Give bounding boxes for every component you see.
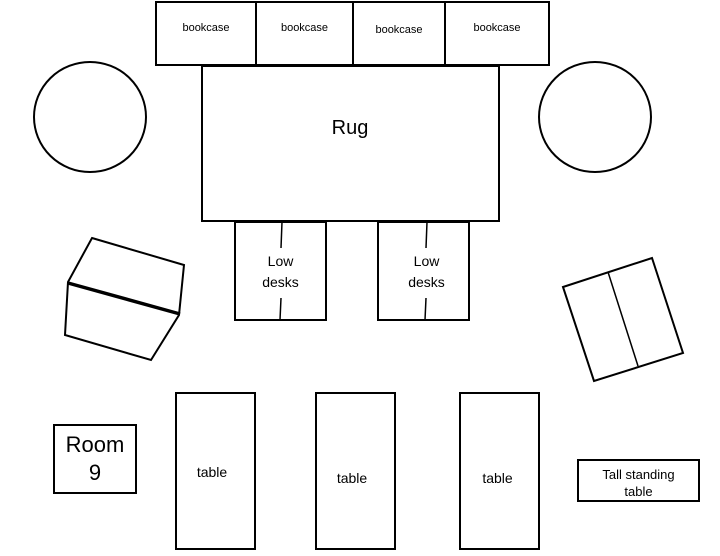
low-desk-right-line1: Low [413, 253, 440, 269]
low-desk-left-label: Low desks [235, 253, 326, 291]
low-desk-right-label: Low desks [381, 253, 472, 291]
bookcase-2 [255, 1, 354, 66]
room-sign [53, 424, 137, 494]
low-desk-right [377, 221, 470, 321]
tilted-table-right-divider [607, 271, 639, 367]
round-table-left [33, 61, 147, 173]
bookcase-label-3: bookcase [375, 24, 423, 36]
table-label-1: table [196, 464, 228, 480]
rug [201, 65, 500, 222]
rug-label: Rug [331, 117, 369, 139]
table-label-2: table [336, 470, 368, 486]
low-desk-right-divider [424, 221, 428, 321]
table-2 [315, 392, 396, 550]
room-label-line2: 9 [88, 459, 102, 485]
tall-table-label-line2: table [624, 483, 653, 499]
bookcase-4 [444, 1, 550, 66]
bookcase-1 [155, 1, 257, 66]
round-table-right [538, 61, 652, 173]
low-desk-left-line2: desks [262, 273, 299, 290]
tilted-table-left-edge [67, 281, 181, 316]
bookcase-label-2: bookcase [280, 22, 329, 34]
bookcase-label-4: bookcase [473, 22, 521, 34]
room-label-line1: Room [65, 432, 125, 457]
tall-standing-table [577, 459, 700, 502]
table-label-3: table [482, 470, 513, 486]
low-desk-left-divider [279, 221, 283, 321]
table-3 [459, 392, 540, 550]
table-1 [175, 392, 256, 550]
tall-table-label: Tall standing table [578, 467, 699, 501]
low-desk-right-line2: desks [408, 273, 445, 290]
room-label: Room 9 [54, 431, 136, 486]
bookcase-label-1: bookcase [182, 22, 230, 34]
low-desk-left-line1: Low [267, 253, 294, 269]
tall-table-label-line1: Tall standing [602, 467, 675, 482]
